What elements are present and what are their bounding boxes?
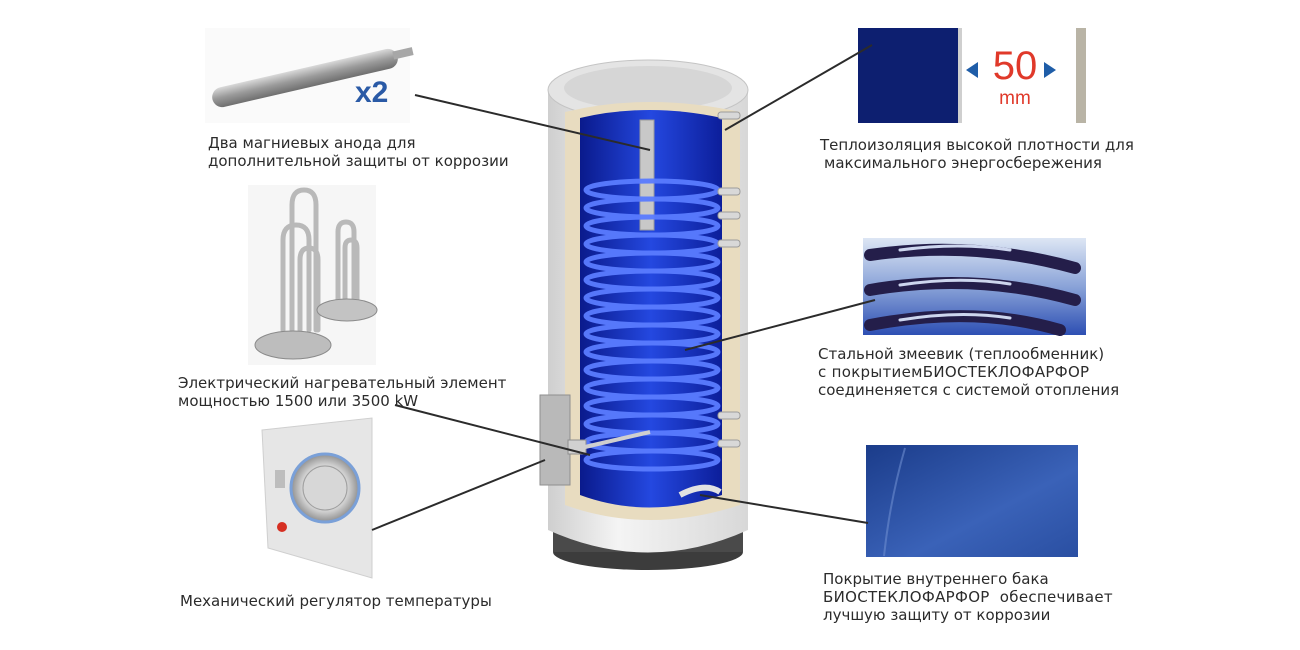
tank-coating-caption-line: БИОСТЕКЛОФАРФОР обеспечивает xyxy=(823,588,1113,606)
thermostat-caption-line: Механический регулятор температуры xyxy=(180,592,492,610)
insulation-image xyxy=(858,28,1086,123)
leader-line-thermostat xyxy=(371,459,546,531)
leader-line-coil xyxy=(684,299,876,351)
insulation-thickness-unit: mm xyxy=(999,88,1031,109)
leader-line-anode xyxy=(414,94,651,151)
insulation-caption-line: Теплоизоляция высокой плотности для xyxy=(820,136,1134,154)
tank-coating-caption-line: Покрытие внутреннего бака xyxy=(823,570,1049,588)
enamel-coating-image xyxy=(866,445,1078,557)
heater-caption-line: мощностью 1500 или 3500 kW xyxy=(178,392,419,410)
anode-caption-line: дополнительной защиты от коррозии xyxy=(208,152,509,170)
leader-line-coating xyxy=(699,494,869,524)
anode-caption-line: Два магниевых анода для xyxy=(208,134,416,152)
anode-count-badge: x2 xyxy=(355,76,389,109)
heating-element-image xyxy=(248,185,378,365)
thermostat-image xyxy=(261,417,373,579)
coil-caption-line: Стальной змеевик (теплообменник) xyxy=(818,345,1105,363)
leader-line-insulation xyxy=(724,44,873,131)
heater-caption-line: Электрический нагревательный элемент xyxy=(178,374,507,392)
insulation-caption-line: максимального энергосбережения xyxy=(824,154,1102,172)
insulation-thickness-value: 50 xyxy=(992,44,1038,88)
leader-line-heater xyxy=(394,404,591,456)
anode-caption: Два магниевых анода для дополнительной з… xyxy=(208,134,509,170)
coil-image xyxy=(863,238,1086,336)
thermostat-caption: Механический регулятор температуры xyxy=(180,592,492,610)
tank-coating-caption: Покрытие внутреннего бака БИОСТЕКЛОФАРФО… xyxy=(823,570,1113,624)
coil-caption-line: с покрытиемБИОСТЕКЛОФАРФОР xyxy=(818,363,1090,381)
heater-caption: Электрический нагревательный элемент мощ… xyxy=(178,374,506,410)
anode-rod-image xyxy=(205,28,414,123)
insulation-caption: Теплоизоляция высокой плотности для макс… xyxy=(820,136,1134,172)
tank-coating-caption-line: лучшую защиту от коррозии xyxy=(823,606,1051,624)
water-heater-tank xyxy=(539,59,749,570)
coil-caption-line: соединеняется с системой отопления xyxy=(818,381,1120,399)
coil-caption: Стальной змеевик (теплообменник) с покры… xyxy=(818,345,1119,399)
